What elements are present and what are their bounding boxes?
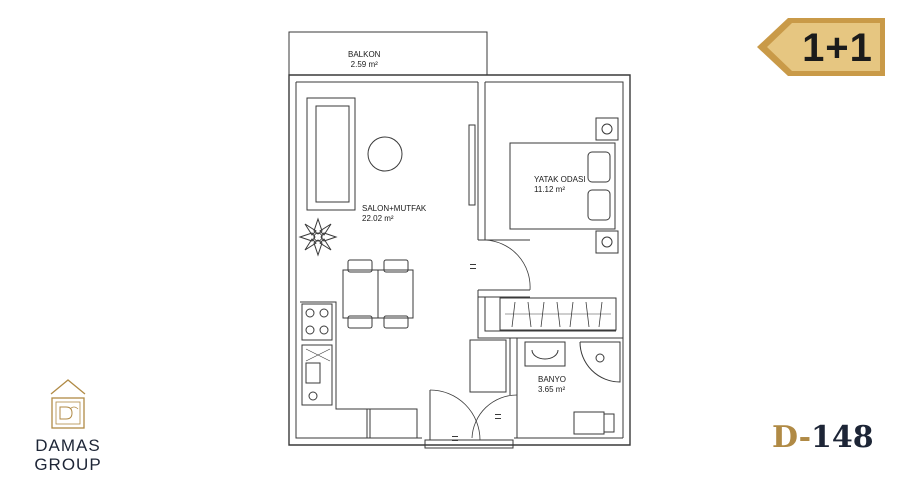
unit-code-prefix: D- (772, 420, 812, 455)
unit-type-badge: 1+1 (802, 26, 873, 70)
room-area: 2.59 m² (350, 60, 378, 69)
nightstand (595, 117, 619, 141)
room-area: 11.12 m² (534, 185, 565, 194)
cooktop (301, 303, 333, 341)
toilet (573, 411, 605, 435)
bath-sink (524, 341, 566, 367)
unit-type-badge-shape (757, 18, 885, 76)
plant-icon (298, 217, 338, 257)
damas-logo-icon (50, 379, 86, 429)
room-label-yatak: YATAK ODASI 11.12 m² (534, 175, 586, 195)
round-table (367, 136, 403, 172)
balcony-outline (288, 31, 488, 76)
room-name: BALKON (348, 50, 381, 59)
brand-name: DAMAS (35, 436, 101, 455)
room-area: 22.02 m² (362, 214, 394, 223)
brand-sub: GROUP (34, 455, 102, 474)
bed (509, 142, 616, 230)
room-name: SALON+MUTFAK (362, 204, 427, 213)
wardrobe (499, 297, 617, 331)
room-label-banyo: BANYO 3.65 m² (538, 375, 566, 395)
nightstand (595, 230, 619, 254)
kitchen-sink (301, 344, 333, 406)
room-name: YATAK ODASI (534, 175, 586, 184)
unit-code: D-148 (772, 420, 874, 456)
kitchen-counter (300, 301, 371, 438)
shower (579, 341, 621, 383)
room-name: BANYO (538, 375, 567, 384)
room-area: 3.65 m² (538, 385, 566, 394)
room-label-balkon: BALKON 2.59 m² (348, 50, 380, 70)
sofa (306, 97, 356, 211)
outer-wall (288, 74, 631, 446)
room-label-salon: SALON+MUTFAK 22.02 m² (362, 204, 426, 224)
unit-code-number: 148 (811, 420, 874, 455)
